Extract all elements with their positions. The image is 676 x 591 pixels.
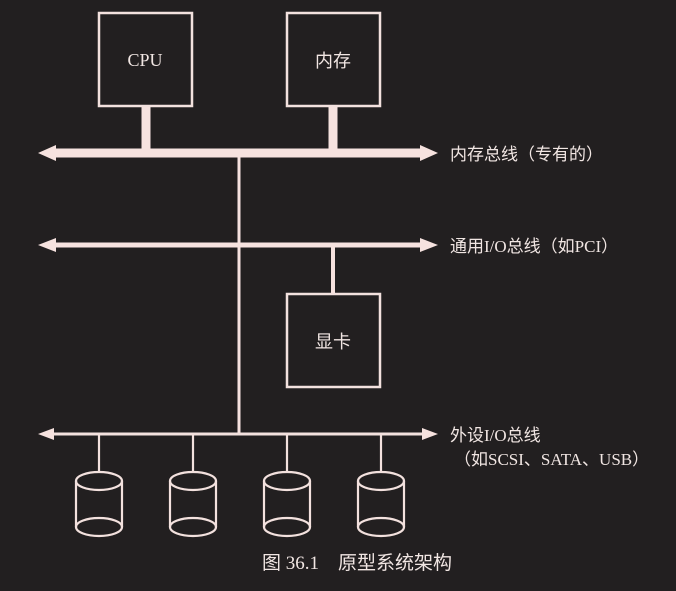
memory-bus-right-arrow-icon xyxy=(420,145,438,161)
graphics-card-box: 显卡 xyxy=(285,292,382,389)
peripheral-io-bus: 外设I/O总线 （如SCSI、SATA、USB） xyxy=(38,426,649,469)
memory-bus-left-arrow-icon xyxy=(38,145,56,161)
peripheral-io-bus-right-arrow-icon xyxy=(422,428,438,440)
cpu-box: CPU xyxy=(97,11,194,108)
disk-body xyxy=(168,481,218,538)
disk-icon xyxy=(168,434,218,538)
disk-group xyxy=(74,434,406,538)
memory-box: 内存 xyxy=(285,11,382,108)
peripheral-io-bus-label-line2: （如SCSI、SATA、USB） xyxy=(454,450,649,469)
peripheral-io-bus-label-line1: 外设I/O总线 xyxy=(450,426,541,445)
graphics-card-label: 显卡 xyxy=(315,332,351,352)
disk-icon xyxy=(356,434,406,538)
disk-body xyxy=(74,481,124,538)
general-io-bus-label: 通用I/O总线（如PCI） xyxy=(450,237,618,256)
disk-bottom-back-arc xyxy=(262,516,312,528)
disk-body xyxy=(262,481,312,538)
memory-bus-label: 内存总线（专有的） xyxy=(450,145,603,164)
disk-bottom-back-arc xyxy=(168,516,218,528)
disk-top xyxy=(356,470,406,492)
disk-top xyxy=(262,470,312,492)
figure-caption: 图 36.1 原型系统架构 xyxy=(262,552,452,574)
memory-box-frame xyxy=(285,11,382,108)
disk-body xyxy=(356,481,406,538)
memory-bus: 内存总线（专有的） xyxy=(38,145,603,164)
disk-bottom-back-arc xyxy=(356,516,406,528)
graphics-card-box-frame xyxy=(285,292,382,389)
disk-top xyxy=(168,470,218,492)
general-io-bus-left-arrow-icon xyxy=(38,238,56,252)
disk-icon xyxy=(74,434,124,538)
general-io-bus: 通用I/O总线（如PCI） xyxy=(38,237,618,256)
disk-bottom-back-arc xyxy=(74,516,124,528)
cpu-box-frame xyxy=(97,11,194,108)
disk-icon xyxy=(262,434,312,538)
cpu-label: CPU xyxy=(127,50,162,70)
peripheral-io-bus-left-arrow-icon xyxy=(38,428,54,440)
disk-top xyxy=(74,470,124,492)
general-io-bus-right-arrow-icon xyxy=(420,238,438,252)
memory-label: 内存 xyxy=(315,51,351,71)
